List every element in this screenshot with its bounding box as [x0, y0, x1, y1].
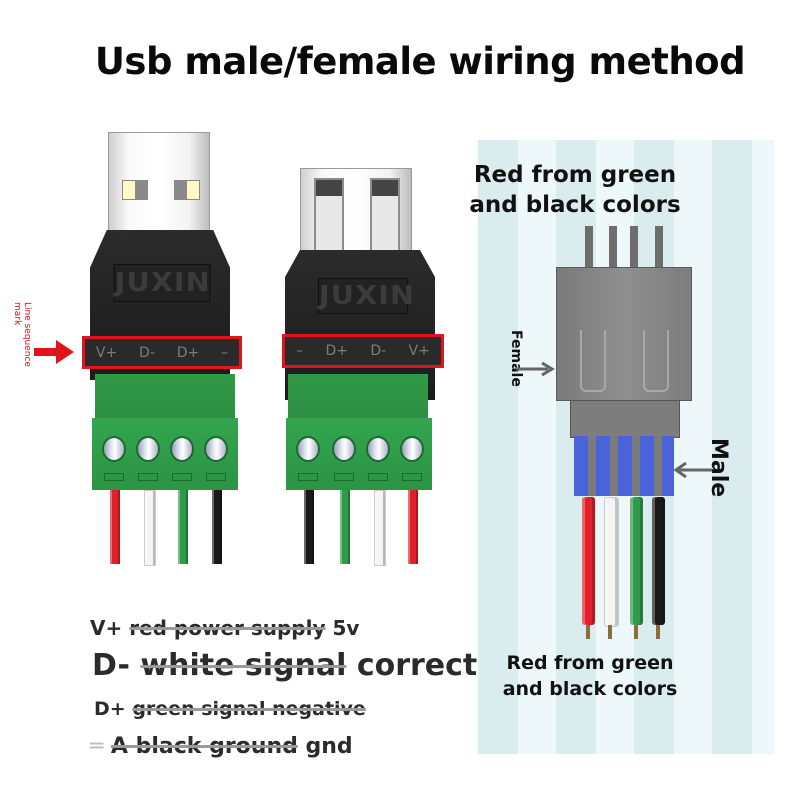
- legend-v-plus: V+ red power supply 5v: [90, 616, 359, 640]
- female-pin: [630, 226, 638, 268]
- female-pin: [655, 226, 663, 268]
- legend-suffix: 5v: [325, 616, 360, 640]
- female-pin: [609, 226, 617, 268]
- wire-tip: [586, 625, 590, 639]
- male-insert: [574, 436, 674, 496]
- legend-ground: ═ A black ground gnd: [90, 734, 353, 759]
- wire-slot: [206, 473, 226, 481]
- male-body: [570, 400, 680, 438]
- wire: [110, 490, 120, 564]
- screw-icon[interactable]: [366, 436, 390, 462]
- socket-contact: [370, 178, 400, 252]
- female-arrow-icon: [516, 362, 555, 376]
- screw-icon[interactable]: [136, 436, 160, 462]
- bottom-caption-line: Red from green: [506, 652, 674, 674]
- bottom-caption: Red from green and black colors: [460, 650, 720, 702]
- female-pin: [585, 226, 593, 268]
- line-sequence-mark-label: Line sequence mark: [12, 302, 32, 367]
- top-caption-line: Red from green: [473, 162, 677, 188]
- legend-d-plus: D+ green signal negative: [94, 698, 366, 720]
- male-usb-connector: JUXIN V+ D- D+ –: [70, 130, 250, 570]
- pin-label: –: [221, 344, 229, 361]
- legend-suffix: correct: [346, 648, 478, 683]
- top-caption-line: and black colors: [469, 192, 681, 218]
- wire-slot: [368, 473, 388, 481]
- wire: [178, 490, 188, 564]
- legend-prefix: D-: [92, 648, 130, 683]
- female-pin-label-strip: – D+ D- V+: [282, 334, 444, 368]
- pin-label: V+: [408, 343, 430, 359]
- legend-d-minus: D- white signal correct: [92, 648, 477, 683]
- wire-tip: [634, 625, 638, 639]
- female-body: [556, 267, 692, 401]
- legend-prefix: ═: [90, 734, 104, 759]
- plug-window-icon: [174, 180, 200, 200]
- legend-struck-text: white signal: [140, 648, 347, 683]
- legend-suffix: gnd: [297, 734, 353, 759]
- legend-prefix: V+: [90, 616, 123, 640]
- wire: [340, 490, 350, 564]
- bottom-caption-line: and black colors: [502, 678, 678, 700]
- plug-window-icon: [122, 180, 148, 200]
- wire: [212, 490, 222, 564]
- male-arrow-icon: [673, 462, 712, 478]
- diagram-wire: [630, 497, 643, 625]
- legend-prefix: D+: [94, 698, 126, 720]
- red-arrow-icon: [34, 340, 74, 364]
- female-spring-contact: [643, 330, 669, 392]
- wire: [408, 490, 418, 564]
- brand-logo: JUXIN: [113, 264, 211, 302]
- screw-icon[interactable]: [296, 436, 320, 462]
- pin-label: –: [296, 343, 304, 359]
- legend-struck-text: red power supply: [129, 616, 326, 640]
- wire-slot: [402, 473, 422, 481]
- pin-label: V+: [95, 344, 118, 361]
- wire-tip: [656, 625, 660, 639]
- diagram-wire: [582, 497, 595, 625]
- wire-slot: [298, 473, 318, 481]
- legend-struck-text: A black ground: [110, 734, 298, 759]
- wire: [374, 490, 386, 566]
- terminal-block-top: [95, 374, 235, 419]
- female-usb-connector: JUXIN – D+ D- V+: [280, 160, 450, 570]
- diagram-wire: [604, 497, 619, 627]
- pin-label: D+: [325, 343, 348, 359]
- male-label: Male: [706, 438, 731, 498]
- wire-slot: [104, 473, 124, 481]
- wire-tip: [608, 625, 612, 639]
- page-title: Usb male/female wiring method: [94, 40, 746, 83]
- wire-slot: [138, 473, 158, 481]
- diagram-wire: [652, 497, 665, 625]
- screw-icon[interactable]: [400, 436, 424, 462]
- wire: [304, 490, 314, 564]
- screw-icon[interactable]: [170, 436, 194, 462]
- wire-slot: [172, 473, 192, 481]
- legend-struck-text: green signal negative: [132, 698, 366, 720]
- top-caption: Red from green and black colors: [450, 160, 700, 220]
- pin-label: D-: [370, 343, 387, 359]
- wire: [144, 490, 156, 566]
- brand-logo: JUXIN: [317, 278, 414, 314]
- screw-icon[interactable]: [204, 436, 228, 462]
- wire-slot: [334, 473, 354, 481]
- socket-contact: [314, 178, 344, 252]
- terminal-block-top: [288, 374, 428, 419]
- screw-icon[interactable]: [332, 436, 356, 462]
- pin-label: D+: [176, 344, 200, 361]
- male-pin-label-strip: V+ D- D+ –: [82, 336, 242, 369]
- female-spring-contact: [580, 330, 606, 392]
- female-label: Female: [508, 330, 524, 387]
- screw-icon[interactable]: [102, 436, 126, 462]
- pin-label: D-: [139, 344, 155, 361]
